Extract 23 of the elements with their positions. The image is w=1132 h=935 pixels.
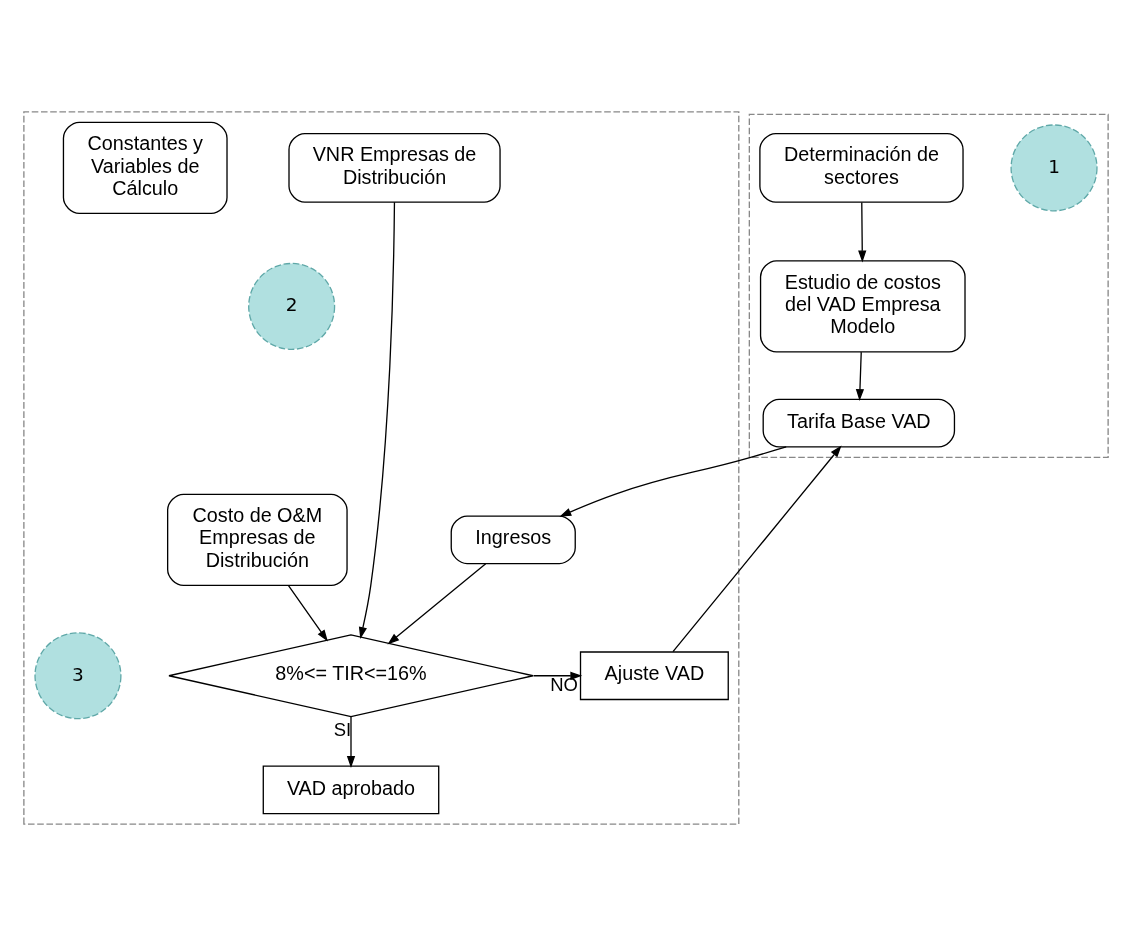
arrow [387,562,487,644]
node-box: Costo de O&M Empresas de Distribución [167,493,348,586]
arrow [358,201,396,639]
edge-label: SI [333,718,352,740]
node-circle: 2 [248,262,336,350]
node-box: VNR Empresas de Distribución [288,132,501,203]
node-box: VAD aprobado [262,764,440,814]
node-box: Tarifa Base VAD [762,398,956,448]
arrow [346,715,356,768]
arrow [855,350,865,401]
arrow [858,201,867,262]
node-box: Determinación de sectores [759,132,964,203]
arrow [672,445,842,652]
node-circle: 3 [34,631,122,719]
node-box: Estudio de costos del VAD Empresa Modelo [759,259,966,353]
arrow [287,584,328,642]
node-box: Constantes y Variables de Cálculo [62,121,228,214]
node-box: Ingresos [450,514,576,564]
node-circle: 1 [1010,123,1098,211]
cluster [23,110,740,825]
edge-label: NO [550,673,578,695]
arrow [532,671,583,680]
node-box: Ajuste VAD [579,650,729,700]
